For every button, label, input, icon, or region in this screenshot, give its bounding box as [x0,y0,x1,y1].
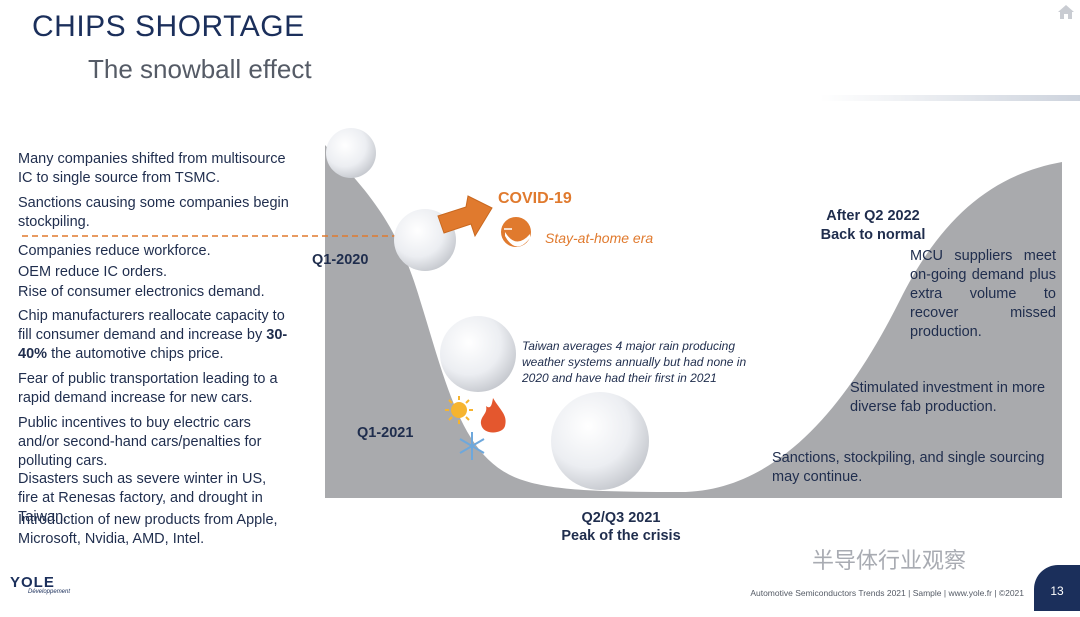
snowball-3 [440,316,516,392]
phase-label-q1-2021: Q1-2021 [357,425,414,441]
left-list-item-4: OEM reduce IC orders. [18,264,168,280]
sun-icon [445,396,473,424]
phase-label-back-normal: Back to normal [820,227,926,243]
page-subtitle: The snowball effect [88,54,312,84]
sanctions-text: Sanctions, stockpiling, and single sourc… [772,450,1045,485]
price-increase-value: 30-40% [18,327,288,362]
snowball-1 [326,128,376,178]
watermark: 半导体行业观察 [812,548,967,573]
phase-label-peak: Peak of the crisis [561,528,681,544]
page-number: 13 [1034,565,1080,611]
yole-logo-subtitle: Développement [28,589,71,595]
footer-text: Automotive Semiconductors Trends 2021 | … [750,588,1024,598]
snowflake-icon [459,432,485,460]
left-list-item-7: Fear of public transportation leading to… [18,371,278,406]
phase-label-q1-2020: Q1-2020 [312,252,369,268]
left-list-item-3: Companies reduce workforce. [18,243,211,259]
phase-label-after-period: After Q2 2022 [826,208,920,224]
covid-subtitle: Stay-at-home era [545,230,654,246]
taiwan-weather-note: Taiwan averages 4 major rain producing w… [522,339,747,385]
mcu-recovery-text: MCU suppliers meet on-going demand plus … [910,248,1056,340]
header-divider [820,95,1080,101]
yole-logo: YOLE [10,574,55,591]
investment-text: Stimulated investment in more diverse fa… [850,380,1046,415]
left-list-item-9: Disasters such as severe winter in US, f… [18,471,267,525]
snowball-4 [551,392,649,490]
capacity-text: Chip manufacturers reallocate capacity t… [18,308,285,343]
phase-label-peak-period: Q2/Q3 2021 [581,510,661,526]
covid-title: COVID-19 [498,190,572,207]
left-list-item-8: Public incentives to buy electric cars a… [18,415,262,469]
masked-face-icon [501,217,531,247]
page-title: CHIPS SHORTAGE [32,10,305,43]
trough-curve [325,145,1062,498]
covid-arrow [437,195,493,238]
home-icon[interactable] [1056,2,1076,22]
fire-icon [480,398,506,433]
price-text: the automotive chips price. [51,346,224,362]
left-list-item-5: Rise of consumer electronics demand. [18,284,265,300]
left-list-item-10: Introduction of new products from Apple,… [18,512,278,547]
left-list-item-1: Many companies shifted from multisource … [18,151,286,186]
left-list-item-6: Chip manufacturers reallocate capacity t… [18,307,290,364]
left-list-item-2: Sanctions causing some companies begin s… [18,195,289,230]
